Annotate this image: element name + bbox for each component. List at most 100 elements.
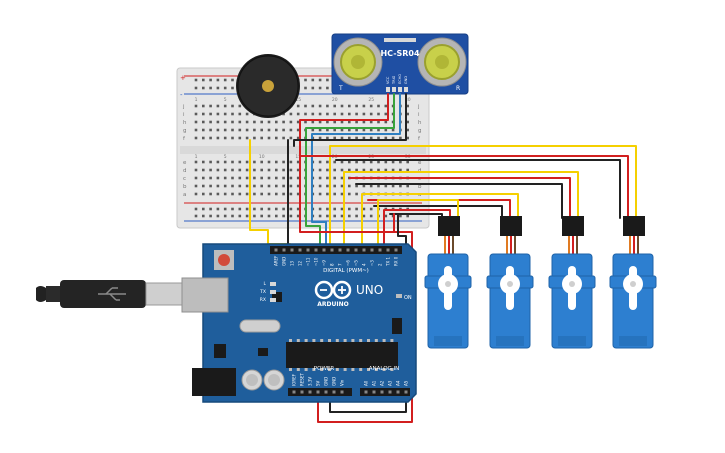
breadboard-hole — [194, 104, 198, 108]
breadboard-hole — [209, 207, 212, 211]
breadboard-hole — [231, 160, 234, 164]
breadboard-hole — [216, 86, 220, 90]
breadboard-hole — [245, 168, 249, 172]
breadboard-hole — [267, 192, 271, 196]
breadboard-hole — [223, 104, 227, 108]
breadboard-hole — [369, 160, 373, 164]
breadboard-hole — [231, 184, 234, 188]
breadboard-hole — [406, 120, 409, 124]
breadboard-hole — [391, 136, 395, 140]
digital-header-label: DIGITAL (PWM~) — [323, 268, 369, 274]
breadboard-hole — [209, 136, 212, 140]
breadboard-hole — [296, 168, 300, 172]
breadboard-hole — [369, 168, 373, 172]
breadboard-hole — [223, 207, 227, 211]
led-label: L — [263, 281, 266, 287]
breadboard-hole — [202, 160, 205, 164]
led-label: TX — [259, 289, 266, 295]
analog-pin-label: A2 — [380, 380, 385, 386]
breadboard-hole — [202, 128, 205, 132]
arduino-logo-icon — [314, 280, 352, 300]
digital-pin — [274, 248, 278, 252]
breadboard-hole — [348, 192, 351, 196]
digital-pin-label: ~11 — [306, 257, 311, 266]
breadboard-hole — [238, 160, 242, 164]
breadboard-hole — [194, 176, 198, 180]
row-letter: g — [418, 128, 422, 134]
breadboard-hole — [355, 120, 358, 124]
breadboard-hole — [384, 104, 388, 108]
breadboard-hole — [355, 104, 358, 108]
analog-header-label: ANALOG IN — [369, 366, 400, 372]
breadboard-hole — [202, 207, 205, 211]
analog-pin — [380, 390, 384, 394]
servo-connector — [562, 216, 584, 236]
breadboard-hole — [296, 120, 300, 124]
breadboard-hole — [253, 128, 256, 132]
breadboard-hole — [267, 176, 271, 180]
breadboard-hole — [260, 207, 263, 211]
breadboard-hole — [231, 104, 234, 108]
breadboard-hole — [377, 184, 380, 188]
digital-pin — [282, 248, 286, 252]
breadboard-hole — [369, 184, 373, 188]
breadboard-hole — [260, 184, 263, 188]
digital-pin — [370, 248, 374, 252]
breadboard-hole — [406, 168, 409, 172]
breadboard-hole — [260, 214, 263, 218]
power-pin-label: 3.3V — [308, 377, 313, 386]
breadboard-hole — [209, 184, 212, 188]
breadboard-hole — [216, 120, 220, 124]
breadboard-hole — [399, 214, 402, 218]
breadboard-hole — [194, 128, 198, 132]
breadboard-hole — [348, 214, 351, 218]
wire-servo2-gnd — [373, 205, 503, 219]
breadboard-hole — [267, 168, 271, 172]
breadboard-hole — [384, 120, 388, 124]
breadboard-hole — [289, 120, 293, 124]
analog-pin — [404, 390, 408, 394]
breadboard-hole — [399, 168, 402, 172]
breadboard-hole — [377, 160, 380, 164]
wires — [249, 93, 637, 423]
wire-trig-arduino — [305, 149, 321, 245]
breadboard-hole — [275, 207, 278, 211]
sensor-pin — [386, 87, 390, 92]
breadboard-hole — [216, 207, 220, 211]
breadboard-hole — [209, 214, 212, 218]
digital-pin-label: ~3 — [370, 260, 375, 266]
breadboard-hole — [296, 214, 300, 218]
breadboard-hole — [289, 214, 293, 218]
breadboard-hole — [245, 192, 249, 196]
breadboard-hole — [333, 136, 336, 140]
breadboard-hole — [223, 160, 227, 164]
breadboard-hole — [326, 192, 329, 196]
breadboard-hole — [231, 207, 234, 211]
row-letter: j — [182, 104, 185, 110]
breadboard-hole — [348, 207, 351, 211]
breadboard-hole — [216, 160, 220, 164]
breadboard-hole — [260, 192, 263, 196]
row-letter: f — [418, 136, 421, 142]
breadboard-hole — [275, 176, 278, 180]
breadboard-hole — [326, 176, 329, 180]
breadboard-hole — [355, 207, 358, 211]
breadboard-hole — [260, 136, 263, 140]
breadboard-hole — [289, 160, 293, 164]
wire-gnd — [293, 93, 407, 147]
breadboard-hole — [304, 120, 307, 124]
breadboard-hole — [209, 176, 212, 180]
breadboard-hole — [216, 176, 220, 180]
sensor-corner-right: R — [456, 85, 460, 92]
breadboard-hole — [209, 86, 212, 90]
breadboard-hole — [304, 86, 307, 90]
breadboard-hole — [362, 112, 366, 116]
breadboard-hole — [275, 214, 278, 218]
digital-pin — [338, 248, 342, 252]
analog-pin — [396, 390, 400, 394]
sensor-pin-label: VCC — [386, 76, 390, 84]
breadboard-hole — [194, 112, 198, 116]
servo-connector — [438, 216, 460, 236]
breadboard-hole — [223, 176, 227, 180]
